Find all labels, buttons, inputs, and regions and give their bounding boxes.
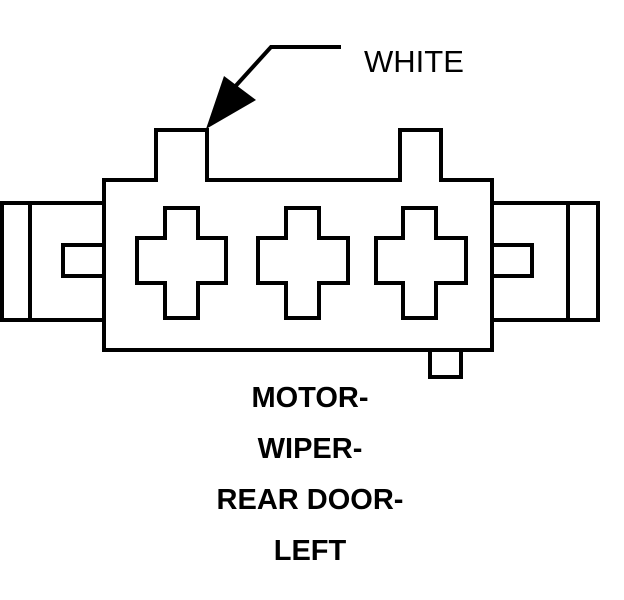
terminal-cavity-1 xyxy=(135,206,228,320)
connector-title-line-3: REAR DOOR- xyxy=(216,484,404,516)
connector-title-line-4: LEFT xyxy=(273,535,347,567)
connector-housing xyxy=(102,128,494,352)
bottom-tab xyxy=(428,348,463,379)
callout-label-white: WHITE xyxy=(364,44,464,79)
callout-leader xyxy=(206,45,341,129)
connector-title-line-2: WIPER- xyxy=(257,433,363,465)
terminal-cavity-3 xyxy=(374,206,468,320)
callout-arrowhead xyxy=(206,76,256,129)
left-latch xyxy=(0,201,106,322)
terminal-cavity-2 xyxy=(256,206,350,320)
right-latch xyxy=(490,201,600,322)
connector-title-line-1: MOTOR- xyxy=(251,382,369,414)
